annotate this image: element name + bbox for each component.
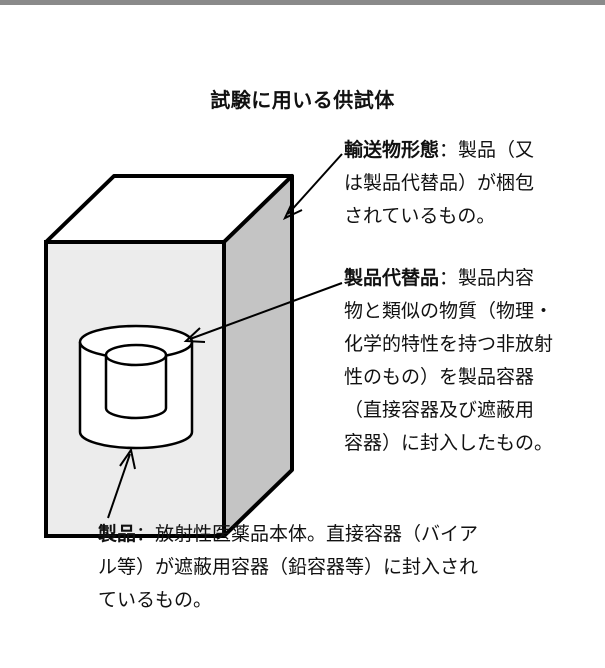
transport-package-label: 輸送物形態：製品（又は製品代替品）が梱包されているもの。 — [344, 134, 589, 233]
product-line-2: ル等）が遮蔽用容器（鉛容器等）に封入され — [98, 556, 479, 578]
product-separator: ： — [136, 523, 156, 545]
substitute-line-3: 化学的特性を持つ非放射 — [344, 333, 554, 355]
transport-arrow — [282, 153, 343, 221]
product-line-1: 放射性医薬品本体。直接容器（バイア — [155, 523, 479, 545]
transport-line-1: 製品（又 — [458, 139, 535, 161]
substitute-line-6: 容器）に封入したもの。 — [344, 432, 554, 454]
diagram-title: 試験に用いる供試体 — [210, 88, 395, 112]
transport-term: 輸送物形態 — [344, 139, 440, 161]
product-term: 製品 — [98, 523, 137, 545]
substitute-line-1: 製品内容 — [458, 267, 535, 289]
substitute-arrow — [183, 282, 343, 343]
substitute-line-5: （直接容器及び遮蔽用 — [344, 399, 535, 421]
substitute-line-2: 物と類似の物質（物理・ — [344, 300, 554, 322]
product-label: 製品：放射性医薬品本体。直接容器（バイアル等）が遮蔽用容器（鉛容器等）に封入され… — [98, 518, 583, 617]
product-arrow — [107, 447, 136, 519]
box-side-face — [222, 174, 294, 538]
transport-separator: ： — [439, 139, 459, 161]
top-divider-bar — [0, 0, 605, 5]
transport-line-2: は製品代替品）が梱包 — [344, 172, 535, 194]
substitute-product-label: 製品代替品：製品内容物と類似の物質（物理・化学的特性を持つ非放射性のもの）を製品… — [344, 262, 589, 460]
transport-line-3: されているもの。 — [344, 205, 496, 227]
substitute-separator: ： — [439, 267, 459, 289]
product-line-3: ているもの。 — [98, 589, 213, 611]
substitute-term: 製品代替品 — [344, 267, 440, 289]
vial-container — [104, 343, 168, 420]
substitute-line-4: 性のもの）を製品容器 — [344, 366, 535, 388]
